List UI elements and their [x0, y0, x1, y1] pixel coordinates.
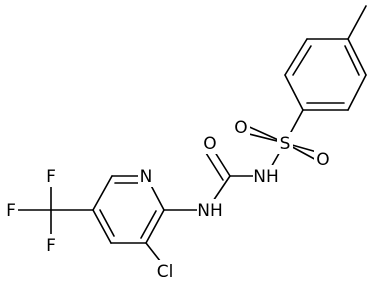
bond-ar1-ar2 [284, 74, 304, 111]
bond-c2-c3-inner [140, 210, 157, 239]
atom-sulfur: S [280, 134, 291, 154]
atom-o-carbonyl: O [203, 134, 216, 154]
atom-o-sulfonyl-lower: O [316, 150, 329, 170]
atom-f-top: F [46, 167, 56, 187]
bond-c2-c3 [145, 209, 165, 244]
bond-ar4-methyl [347, 5, 367, 40]
bond-c5-c6 [92, 175, 113, 211]
bond-carbonyl-o-b [205, 152, 224, 181]
atom-nh-right: NH [253, 167, 279, 187]
atom-f-bottom: F [46, 236, 56, 256]
bond-ar4-ar5-inner [344, 45, 360, 76]
bond-ar2-ar3 [284, 38, 308, 76]
bond-layer [17, 5, 367, 267]
atom-o-sulfonyl-upper: O [234, 118, 247, 138]
atom-n-pyridine: N [140, 167, 153, 187]
bond-ar5-ar6 [347, 74, 367, 111]
bond-c4-c5 [92, 209, 112, 244]
atom-chlorine: Cl [157, 262, 174, 282]
atom-layer: N NH O NH S O O Cl F F F [4, 116, 332, 282]
bond-ar4-ar5 [347, 38, 367, 76]
bond-c4-c5-inner [99, 209, 115, 237]
atom-f-left: F [6, 201, 16, 221]
bond-ar2-ar3-inner [292, 45, 312, 76]
atom-nh-left: NH [197, 201, 223, 221]
